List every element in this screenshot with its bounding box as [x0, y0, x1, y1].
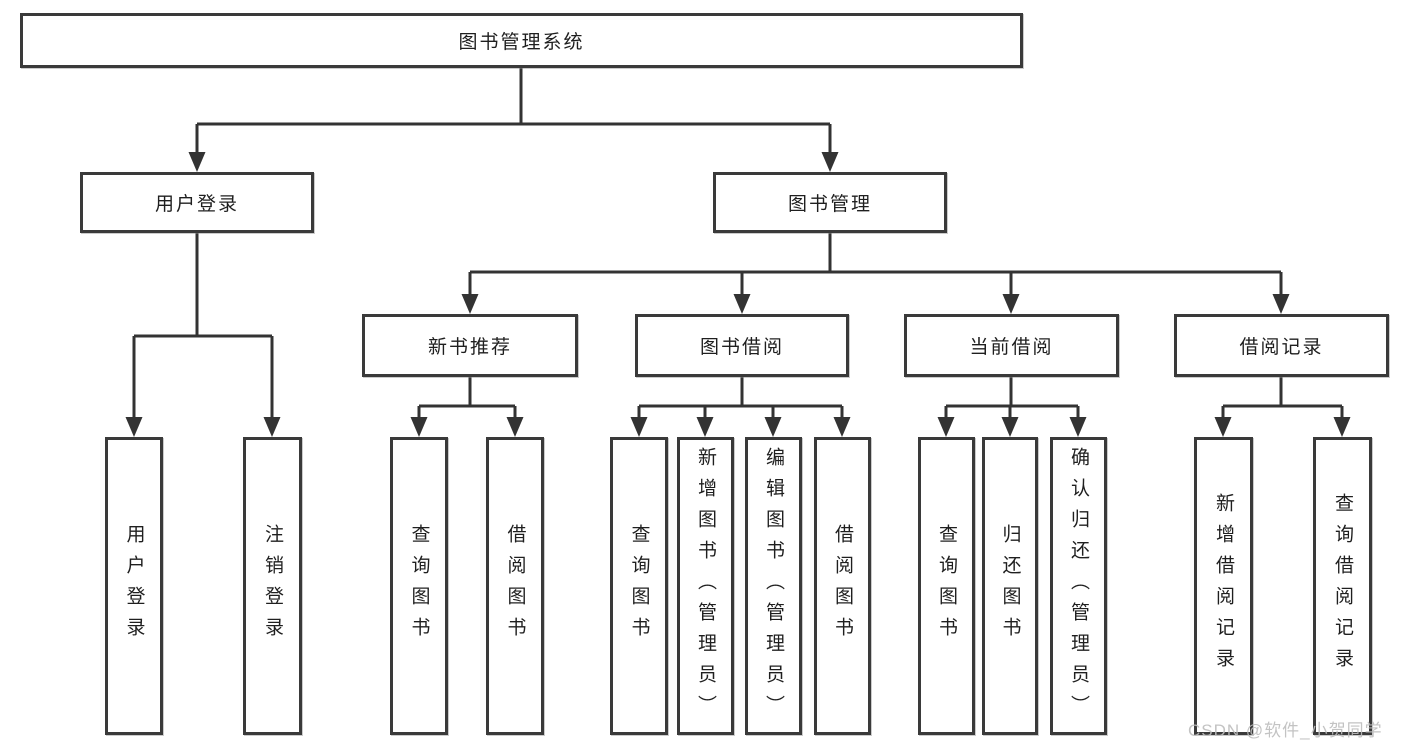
leaf-borrow-books-recommend: 借阅图书 [486, 437, 544, 735]
connectors-book-borrow [630, 377, 851, 437]
leaf-borrow-books: 借阅图书 [814, 437, 871, 735]
leaf-query-borrow-record: 查询借阅记录 [1313, 437, 1372, 735]
node-book-management: 图书管理 [713, 172, 947, 233]
leaf-logout: 注销登录 [243, 437, 302, 735]
connectors-root [188, 68, 839, 172]
connectors-user-login [125, 233, 281, 437]
connectors-book-management [461, 233, 1290, 314]
connectors-borrow-records [1214, 377, 1351, 437]
leaf-confirm-return-admin: 确认归还（管理员） [1050, 437, 1107, 735]
leaf-query-books-borrow: 查询图书 [610, 437, 668, 735]
leaf-return-books: 归还图书 [982, 437, 1038, 735]
node-book-borrow: 图书借阅 [635, 314, 849, 377]
leaf-add-books-admin: 新增图书（管理员） [677, 437, 734, 735]
node-current-borrow: 当前借阅 [904, 314, 1119, 377]
node-user-login: 用户登录 [80, 172, 314, 233]
node-borrow-records: 借阅记录 [1174, 314, 1389, 377]
leaf-user-login: 用户登录 [105, 437, 163, 735]
connectors-current-borrow [937, 377, 1087, 437]
leaf-query-books-current: 查询图书 [918, 437, 975, 735]
leaf-query-books-recommend: 查询图书 [390, 437, 448, 735]
node-library-system: 图书管理系统 [20, 13, 1023, 68]
csdn-watermark: CSDN @软件_小贺同学 [1188, 721, 1383, 740]
leaf-edit-books-admin: 编辑图书（管理员） [745, 437, 802, 735]
connectors-new-book [410, 377, 524, 437]
node-new-book-recommend: 新书推荐 [362, 314, 578, 377]
leaf-add-borrow-record: 新增借阅记录 [1194, 437, 1253, 735]
